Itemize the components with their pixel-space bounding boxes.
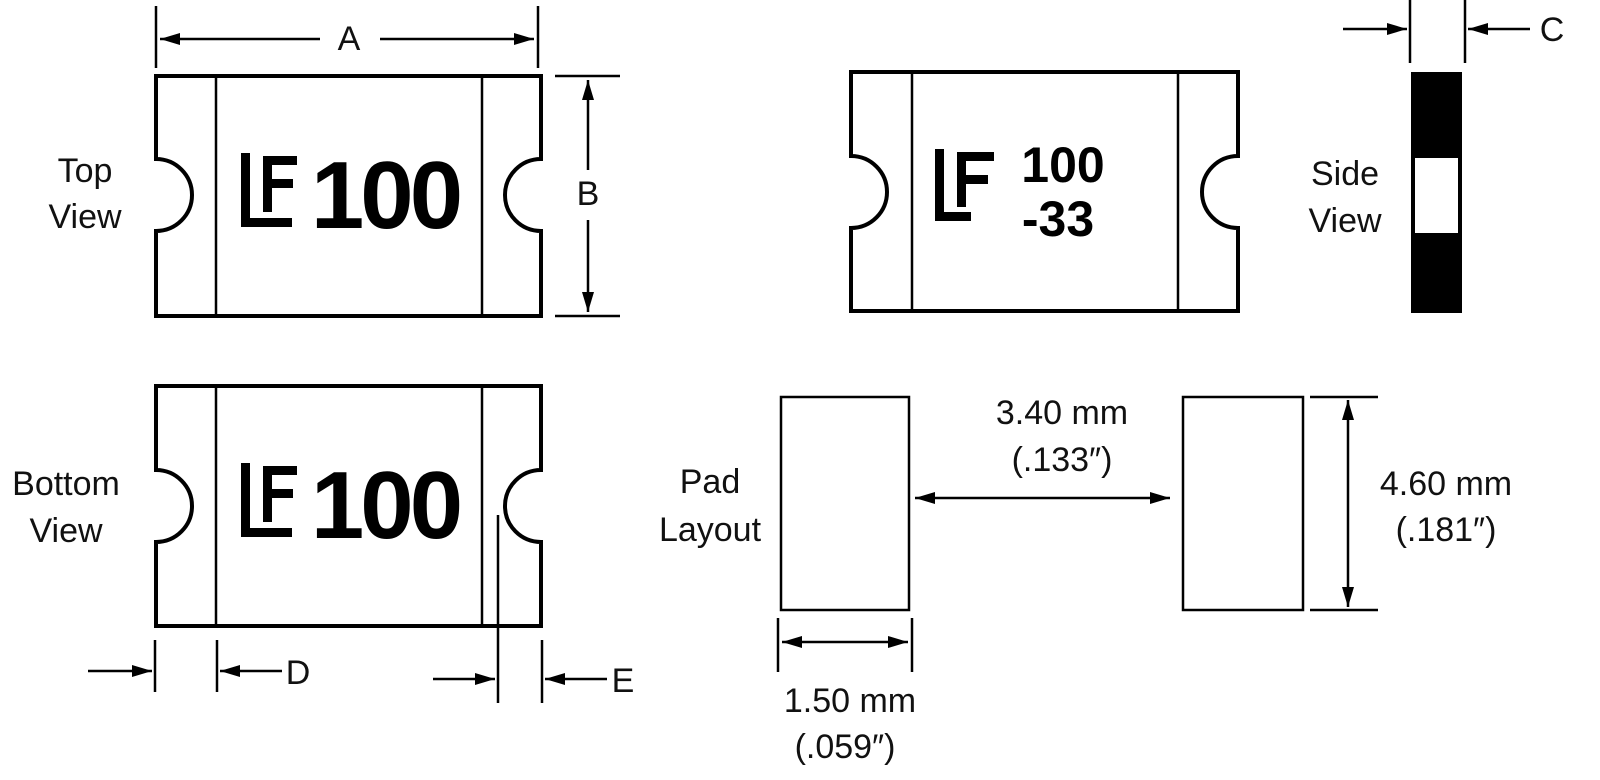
lf-logo xyxy=(241,153,297,227)
view-label: Side xyxy=(1311,155,1379,193)
part-code-line2: -33 xyxy=(1022,191,1094,247)
device-outline xyxy=(154,384,543,628)
view-label: View xyxy=(48,198,122,236)
pad-spacing-in: (.133″) xyxy=(1012,441,1113,479)
dimension-e: E xyxy=(433,515,634,703)
view-label: Bottom xyxy=(12,465,120,503)
dimension-label: B xyxy=(577,175,600,213)
device-outline xyxy=(849,70,1240,313)
dimension-d: D xyxy=(88,640,310,692)
view-label: Pad xyxy=(680,463,741,501)
pad-layout: Pad Layout 3.40 mm (.133″) 4.60 mm (.181… xyxy=(659,394,1512,766)
view-label: Layout xyxy=(659,511,762,549)
pad-left xyxy=(779,395,911,612)
pad-height-mm: 4.60 mm xyxy=(1380,465,1512,503)
pad-height-in: (.181″) xyxy=(1396,511,1497,549)
view-label: View xyxy=(29,512,103,550)
part-code: 100 xyxy=(311,142,460,249)
device-outline xyxy=(154,74,543,318)
dimension-label: C xyxy=(1540,11,1565,49)
pad-width-in: (.059″) xyxy=(795,728,896,766)
view-label: Top xyxy=(58,152,113,190)
dimension-label: D xyxy=(286,654,311,692)
lf-logo xyxy=(241,463,297,537)
dimension-label: A xyxy=(338,20,361,58)
view-label: View xyxy=(1308,202,1382,240)
lf-logo xyxy=(935,149,994,221)
dimension-c: C xyxy=(1343,0,1564,63)
bottom-view: 100 Bottom View xyxy=(12,384,543,628)
pad-width-mm: 1.50 mm xyxy=(784,682,916,720)
dimension-a: A xyxy=(154,6,540,68)
pad-right xyxy=(1181,395,1305,612)
part-code-line1: 100 xyxy=(1021,137,1104,193)
top-view: 100 Top View xyxy=(48,74,543,318)
dimension-label: E xyxy=(612,662,635,700)
side-view: Side View xyxy=(1308,72,1462,313)
marked-device-view: 100 -33 xyxy=(849,70,1240,313)
dimension-b: B xyxy=(555,74,620,318)
pad-spacing-mm: 3.40 mm xyxy=(996,394,1128,432)
part-code: 100 xyxy=(311,452,460,559)
